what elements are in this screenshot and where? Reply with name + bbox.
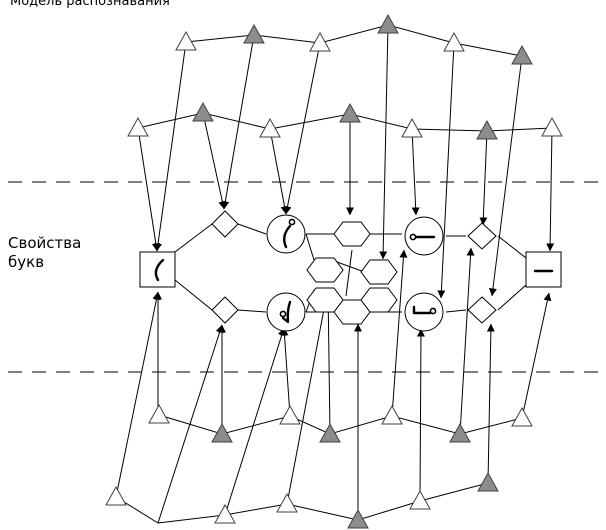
triangle-gray: [476, 119, 498, 140]
left-square-node: [139, 251, 176, 288]
diamond-node-lower-left: [211, 296, 239, 324]
letter-properties-label: Свойства букв: [8, 234, 81, 272]
triangle-white: [279, 404, 301, 425]
diamond-node-upper-right: [467, 222, 497, 250]
triangle-white: [148, 403, 170, 424]
circle-node-lower-left: [266, 292, 306, 332]
bottom-row-1-connector: [158, 414, 523, 435]
letter-properties-label-line1: Свойства: [8, 234, 82, 252]
triangle-white: [259, 117, 281, 138]
circle-node-lower-right: [404, 292, 444, 332]
right-square-node: [525, 251, 562, 288]
triangle-white: [127, 116, 149, 137]
triangle-gray: [377, 13, 399, 34]
circle-node-upper-left: [266, 214, 306, 254]
lower-arrows: [115, 247, 552, 524]
triangle-white: [541, 116, 563, 137]
triangle-gray: [319, 422, 341, 443]
triangle-gray: [449, 422, 471, 443]
triangle-white: [175, 30, 197, 51]
top-caption-fragment: Модель распознавания: [10, 0, 170, 9]
triangle-white: [276, 492, 298, 513]
hexagon-node: [360, 287, 398, 313]
triangle-gray: [347, 508, 369, 529]
triangle-white: [309, 31, 331, 52]
hexagon-node: [360, 259, 398, 285]
bottom-row-1-triangles: [148, 403, 533, 443]
bottom-row-2-triangles: [105, 471, 499, 529]
triangle-gray: [243, 23, 265, 44]
triangle-gray: [511, 44, 533, 65]
hexagon-nodes: [306, 221, 398, 325]
triangle-gray: [211, 422, 233, 443]
triangle-white: [443, 31, 465, 52]
top-row-1-connector: [185, 24, 523, 57]
upper-arrows: [137, 24, 555, 299]
triangle-white: [401, 117, 423, 138]
circle-node-upper-right: [404, 216, 444, 256]
triangle-white: [511, 406, 533, 427]
hexagon-node: [333, 221, 371, 247]
diamond-node-upper-left: [211, 210, 239, 238]
top-row-1-triangles: [175, 13, 533, 65]
bottom-row-2-connector: [115, 482, 489, 524]
triangle-white: [409, 489, 431, 510]
top-row-2-triangles: [127, 101, 563, 140]
hexagon-node: [306, 257, 344, 283]
triangle-gray: [477, 471, 499, 492]
triangle-white: [214, 503, 236, 524]
triangle-white: [105, 485, 127, 506]
hexagon-node: [306, 287, 344, 313]
triangle-white: [381, 404, 403, 425]
letter-properties-label-line2: букв: [8, 253, 45, 271]
diamond-node-lower-right: [467, 296, 497, 324]
triangle-gray: [339, 102, 361, 123]
triangle-gray: [192, 101, 214, 122]
